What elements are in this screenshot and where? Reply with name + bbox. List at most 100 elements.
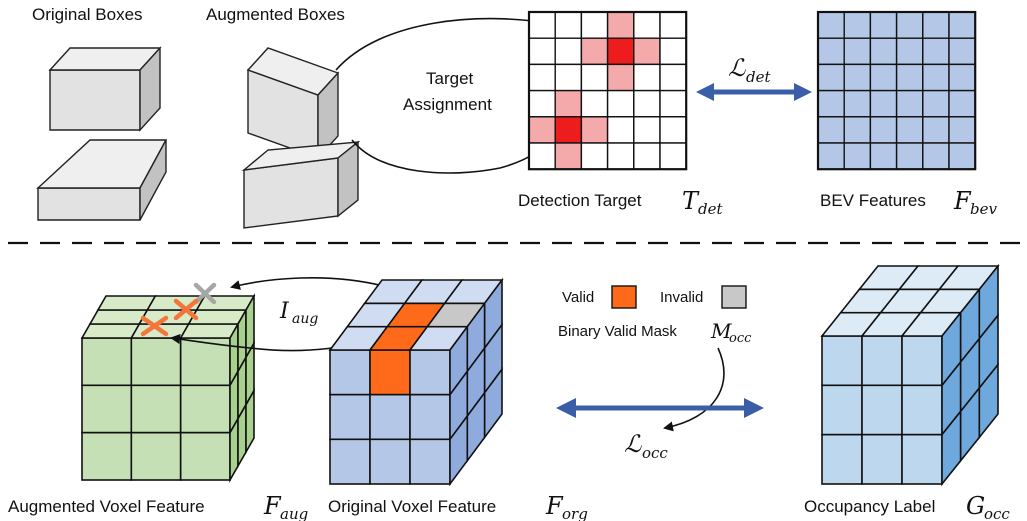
det-grid-cell bbox=[633, 37, 661, 66]
det-grid-cell bbox=[659, 37, 687, 66]
cube-top-cell bbox=[179, 323, 240, 339]
i-aug-subscript: aug bbox=[292, 311, 318, 327]
f-org-subscript: org bbox=[562, 505, 588, 521]
augmented-box-upper bbox=[246, 47, 340, 160]
bev-grid-cell bbox=[843, 63, 872, 92]
cube-front-cell bbox=[179, 384, 231, 434]
cube-front-cell bbox=[329, 393, 371, 441]
bev-features-label: BEV Features bbox=[820, 191, 926, 210]
cube-front-cell bbox=[821, 433, 863, 485]
det-grid-cell bbox=[633, 142, 661, 170]
bev-grid-cell bbox=[948, 37, 976, 66]
bev-grid-cell bbox=[817, 11, 845, 39]
m-occ-subscript: occ bbox=[729, 331, 752, 346]
cube-front-cell bbox=[861, 384, 903, 436]
mask-arrow bbox=[663, 347, 725, 432]
cube-front-cell bbox=[81, 431, 133, 481]
det-grid-cell bbox=[554, 89, 583, 118]
cube-front-cell bbox=[130, 337, 182, 387]
bev-grid-cell bbox=[817, 142, 845, 170]
cube-top-cell bbox=[80, 323, 141, 339]
bev-grid-cell bbox=[895, 63, 924, 92]
bev-grid-cell bbox=[948, 89, 976, 118]
t-det-symbol: T bbox=[682, 187, 700, 215]
cube-top-cell bbox=[195, 295, 256, 311]
m-occ-symbol: M bbox=[710, 319, 732, 343]
bev-features-grid bbox=[816, 10, 977, 171]
bev-grid-cell bbox=[922, 37, 950, 66]
cube-front-cell bbox=[179, 337, 231, 387]
original-box-upper bbox=[48, 46, 162, 132]
bev-grid-cell bbox=[895, 11, 924, 39]
det-grid-cell bbox=[633, 89, 661, 118]
det-grid-cell bbox=[580, 37, 609, 66]
original-voxel-label: Original Voxel Feature bbox=[328, 497, 496, 516]
l-det-subscript: det bbox=[746, 68, 771, 86]
bev-grid-cell bbox=[869, 63, 898, 92]
l-occ-subscript: occ bbox=[642, 444, 668, 462]
det-grid-cell bbox=[580, 116, 609, 144]
cube-front-cell bbox=[821, 335, 863, 387]
cube-front-cell bbox=[409, 393, 451, 441]
augmented-box-lower bbox=[241, 140, 361, 229]
binary-valid-mask-label: Binary Valid Mask bbox=[558, 323, 677, 340]
occupancy-label-text: Occupancy Label bbox=[804, 497, 935, 516]
det-grid-cell bbox=[528, 142, 556, 170]
cube-front-cell bbox=[329, 438, 371, 485]
bev-grid-cell bbox=[948, 11, 976, 39]
bev-grid-cell bbox=[895, 37, 924, 66]
cube-front-cell bbox=[861, 433, 903, 485]
g-occ-symbol: G bbox=[966, 492, 985, 520]
cube-front-cell bbox=[821, 384, 863, 436]
cube-front-cell bbox=[369, 349, 411, 396]
cube-front-cell bbox=[901, 384, 943, 436]
det-grid-cell bbox=[554, 116, 583, 144]
bev-grid-cell bbox=[843, 89, 872, 118]
detection-target-grid bbox=[527, 10, 688, 171]
det-grid-cell bbox=[606, 37, 635, 66]
cube-front-cell bbox=[369, 393, 411, 441]
det-grid-cell bbox=[633, 63, 661, 92]
det-grid-cell bbox=[659, 11, 687, 39]
target-assignment-line1: Target bbox=[426, 69, 474, 88]
original-boxes-label: Original Boxes bbox=[32, 5, 143, 24]
det-grid-cell bbox=[659, 63, 687, 92]
bev-grid-cell bbox=[843, 11, 872, 39]
bev-grid-cell bbox=[948, 116, 976, 144]
l-det-symbol: ℒ bbox=[728, 54, 746, 82]
augmented-boxes-label: Augmented Boxes bbox=[206, 5, 345, 24]
bev-grid-cell bbox=[817, 116, 845, 144]
cube-top-cell bbox=[96, 295, 157, 311]
f-bev-subscript: bev bbox=[970, 200, 997, 218]
invalid-cross-gray bbox=[193, 282, 217, 305]
det-grid-cell bbox=[528, 11, 556, 39]
valid-cross-orange-2 bbox=[140, 315, 169, 337]
bev-grid-cell bbox=[948, 142, 976, 170]
det-grid-cell bbox=[554, 37, 583, 66]
f-bev-symbol: F bbox=[953, 187, 972, 215]
original-voxel-cube bbox=[328, 277, 504, 487]
bev-grid-cell bbox=[869, 116, 898, 144]
bev-grid-cell bbox=[948, 63, 976, 92]
det-grid-cell bbox=[528, 37, 556, 66]
bev-grid-cell bbox=[817, 63, 845, 92]
det-grid-cell bbox=[659, 89, 687, 118]
i-aug-symbol: I bbox=[279, 299, 290, 324]
bev-grid-cell bbox=[922, 89, 950, 118]
bev-grid-cell bbox=[817, 37, 845, 66]
cube-front-cell bbox=[130, 384, 182, 434]
cube-front-cell bbox=[901, 433, 943, 485]
det-grid-cell bbox=[580, 142, 609, 170]
cube-front-cell bbox=[861, 335, 903, 387]
detection-target-label: Detection Target bbox=[518, 191, 642, 210]
legend-invalid-swatch bbox=[721, 285, 747, 309]
cube-front-cell bbox=[179, 431, 231, 481]
bev-grid-cell bbox=[895, 116, 924, 144]
legend-valid-swatch bbox=[611, 285, 637, 309]
det-grid-cell bbox=[659, 116, 687, 144]
bev-grid-cell bbox=[869, 89, 898, 118]
det-grid-cell bbox=[580, 11, 609, 39]
det-grid-cell bbox=[659, 142, 687, 170]
cube-front-cell bbox=[81, 384, 133, 434]
